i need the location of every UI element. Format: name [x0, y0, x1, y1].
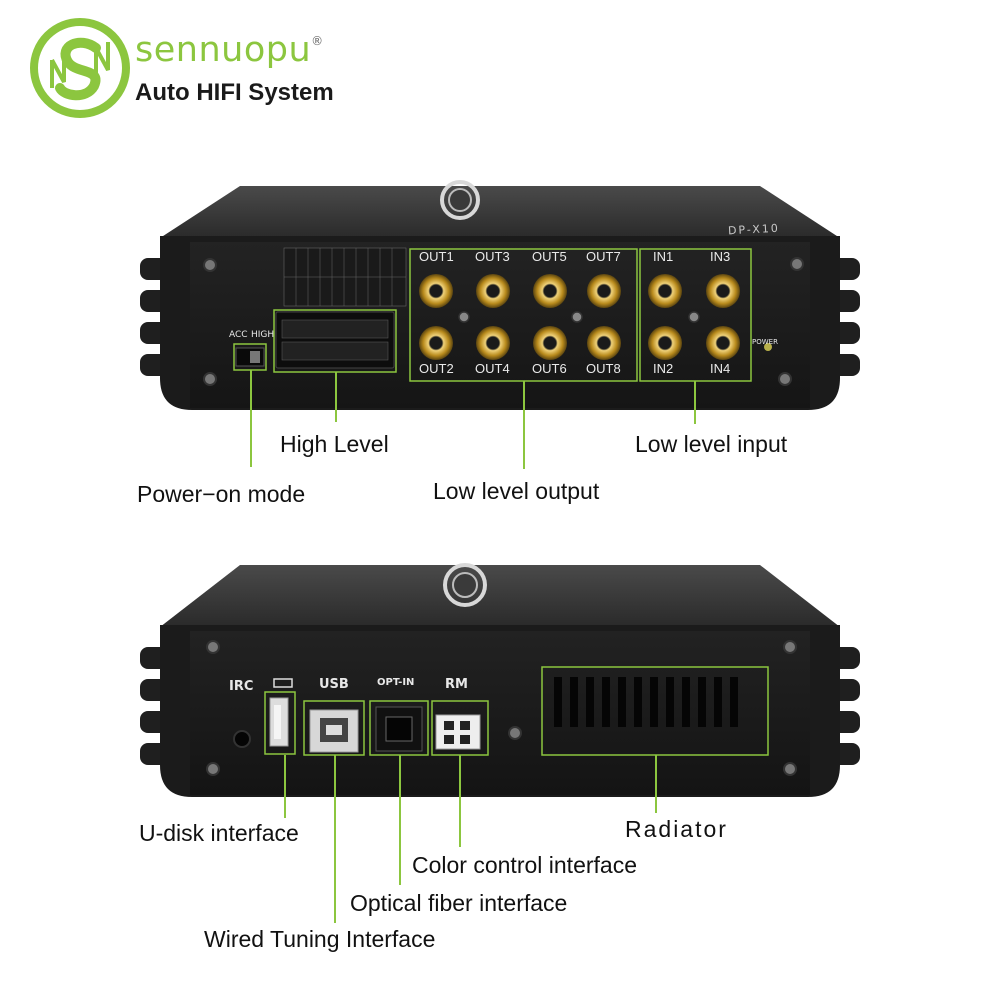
in2-label: IN2	[653, 361, 674, 376]
callout-line-optical	[399, 755, 401, 885]
model-label: DP-X10	[727, 221, 781, 238]
callout-optical-fiber: Optical fiber interface	[350, 890, 568, 916]
device-bottom-photo: IRC USB OPT-IN RM	[140, 555, 860, 810]
callout-low-level-output: Low level output	[433, 478, 600, 504]
brand-tagline: Auto HIFI System	[135, 79, 334, 106]
out8-label: OUT8	[586, 361, 621, 376]
callout-line-u-disk	[284, 755, 286, 818]
callout-line-wired-tuning	[334, 755, 336, 923]
out7-label: OUT7	[586, 249, 621, 264]
switch-label-acc: ACC	[229, 330, 248, 340]
brand-logo-icon	[30, 18, 130, 118]
out6-label: OUT6	[532, 361, 567, 376]
callout-line-radiator	[655, 755, 657, 813]
out1-label: OUT1	[419, 249, 454, 264]
callout-power-on-mode: Power−on mode	[137, 481, 306, 507]
callout-line-low-output	[523, 381, 525, 469]
power-label: POWER	[752, 338, 778, 346]
registered-mark: ®	[311, 34, 324, 48]
callout-color-control: Color control interface	[412, 852, 637, 878]
usb-label: USB	[319, 677, 349, 692]
out3-label: OUT3	[475, 249, 510, 264]
callout-line-power-on	[250, 370, 252, 467]
callout-radiator: Radiator	[625, 816, 728, 842]
out4-label: OUT4	[475, 361, 510, 376]
callout-low-level-input: Low level input	[635, 431, 788, 457]
in1-label: IN1	[653, 249, 674, 264]
out5-label: OUT5	[532, 249, 567, 264]
in4-label: IN4	[710, 361, 731, 376]
callout-line-color-control	[459, 755, 461, 847]
opt-in-label: OPT-IN	[377, 677, 415, 688]
brand-logo	[30, 18, 130, 118]
brand-name: sennuopu®	[135, 30, 324, 70]
callout-line-low-input	[694, 381, 696, 424]
device-top-photo: DP-X10 ACC HIGH POWER OUT1 OUT3 OUT5 OUT…	[140, 178, 860, 418]
in3-label: IN3	[710, 249, 731, 264]
rm-label: RM	[445, 677, 468, 692]
out2-label: OUT2	[419, 361, 454, 376]
brand-name-text: sennuopu	[135, 30, 312, 70]
irc-label: IRC	[229, 679, 254, 694]
switch-label-high: HIGH	[251, 330, 275, 340]
callout-u-disk: U-disk interface	[139, 820, 299, 846]
device-bottom-illustration	[140, 563, 860, 797]
callout-high-level: High Level	[280, 431, 389, 457]
device-top-illustration	[140, 180, 860, 410]
callout-wired-tuning: Wired Tuning Interface	[204, 926, 436, 952]
callout-line-high-level	[335, 372, 337, 422]
